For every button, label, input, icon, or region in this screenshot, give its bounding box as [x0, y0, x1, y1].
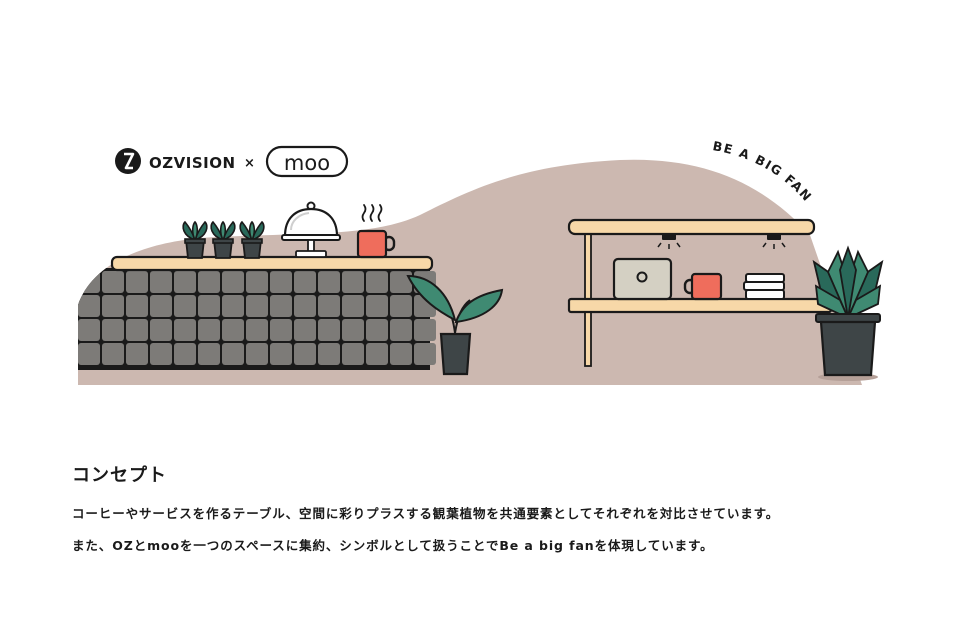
counter-tile	[246, 319, 268, 341]
counter-tile	[222, 319, 244, 341]
shelf-lamp-right-icon	[762, 234, 786, 249]
book-stack-icon	[743, 273, 785, 300]
counter-tile	[222, 271, 244, 293]
shelf-mug-icon	[683, 272, 723, 301]
counter-tile	[318, 271, 340, 293]
concept-description-line-1: コーヒーやサービスを作るテーブル、空間に彩りプラスする観葉植物を共通要素としてそ…	[72, 506, 780, 521]
shelf-bottom-board	[567, 297, 833, 314]
counter-tile	[174, 295, 196, 317]
concept-heading: コンセプト	[72, 465, 167, 486]
tiled-counter	[78, 268, 436, 370]
counter-tile	[342, 343, 364, 365]
ozvision-wordmark: OZVISION	[149, 154, 236, 172]
counter-tile	[270, 295, 292, 317]
shelf-lamp-left-icon	[657, 234, 681, 249]
counter-tile	[342, 295, 364, 317]
counter-tile	[246, 295, 268, 317]
counter-tile	[222, 343, 244, 365]
counter-tile	[126, 343, 148, 365]
counter-tile	[390, 319, 412, 341]
counter-tile	[342, 319, 364, 341]
counter-tile	[390, 343, 412, 365]
laptop-icon	[612, 257, 673, 301]
counter-tile	[102, 295, 124, 317]
counter-tile	[198, 319, 220, 341]
counter-tile	[150, 319, 172, 341]
counter-tile	[246, 343, 268, 365]
small-plant-1	[182, 220, 208, 259]
counter-tile	[126, 295, 148, 317]
shelf-top-board	[567, 218, 816, 236]
counter-tile	[270, 271, 292, 293]
counter-tile	[174, 343, 196, 365]
counter-tile	[126, 319, 148, 341]
counter-tile	[150, 271, 172, 293]
counter-tile	[390, 271, 412, 293]
counter-tile	[318, 295, 340, 317]
cake-stand-icon	[281, 201, 341, 258]
shelf-left-leg	[584, 225, 592, 367]
counter-tile	[366, 343, 388, 365]
counter-tile	[174, 271, 196, 293]
counter-tile	[414, 343, 436, 365]
moo-logo: moo	[265, 145, 349, 178]
counter-tile	[150, 295, 172, 317]
moo-logo-badge	[265, 145, 349, 178]
counter-tile	[246, 271, 268, 293]
counter-tile	[78, 295, 100, 317]
counter-tile	[294, 295, 316, 317]
counter-tile	[294, 343, 316, 365]
counter-tile	[198, 295, 220, 317]
counter-tile	[342, 271, 364, 293]
counter-tile	[270, 319, 292, 341]
counter-top	[110, 255, 434, 272]
counter-tile	[102, 319, 124, 341]
counter-tile	[366, 271, 388, 293]
counter-tile	[78, 343, 100, 365]
small-plant-2	[210, 220, 236, 259]
large-succulent-plant	[812, 245, 884, 381]
counter-tile	[102, 343, 124, 365]
counter-tile	[294, 271, 316, 293]
counter-tile	[174, 319, 196, 341]
counter-tile	[222, 295, 244, 317]
coffee-mug-icon	[356, 204, 396, 259]
counter-tile	[150, 343, 172, 365]
logo-separator: ×	[244, 156, 255, 171]
counter-tile	[294, 319, 316, 341]
counter-tile	[366, 295, 388, 317]
ozvision-mark-icon	[115, 148, 141, 174]
counter-tile	[198, 343, 220, 365]
counter-tile	[366, 319, 388, 341]
counter-tile	[390, 295, 412, 317]
counter-tile	[126, 271, 148, 293]
concept-description-line-2: また、OZとmooを一つのスペースに集約、シンボルとして扱うことでBe a bi…	[72, 538, 714, 553]
counter-tile	[198, 271, 220, 293]
counter-tile	[270, 343, 292, 365]
counter-tile	[102, 271, 124, 293]
ozvision-logo: OZVISION	[115, 148, 236, 174]
counter-tile	[78, 319, 100, 341]
counter-tile	[318, 319, 340, 341]
moo-wordmark: moo	[284, 151, 330, 175]
small-plant-3	[239, 220, 265, 259]
counter-tile	[414, 319, 436, 341]
counter-tile	[318, 343, 340, 365]
medium-potted-plant	[406, 274, 504, 376]
counter-tile	[78, 271, 100, 293]
